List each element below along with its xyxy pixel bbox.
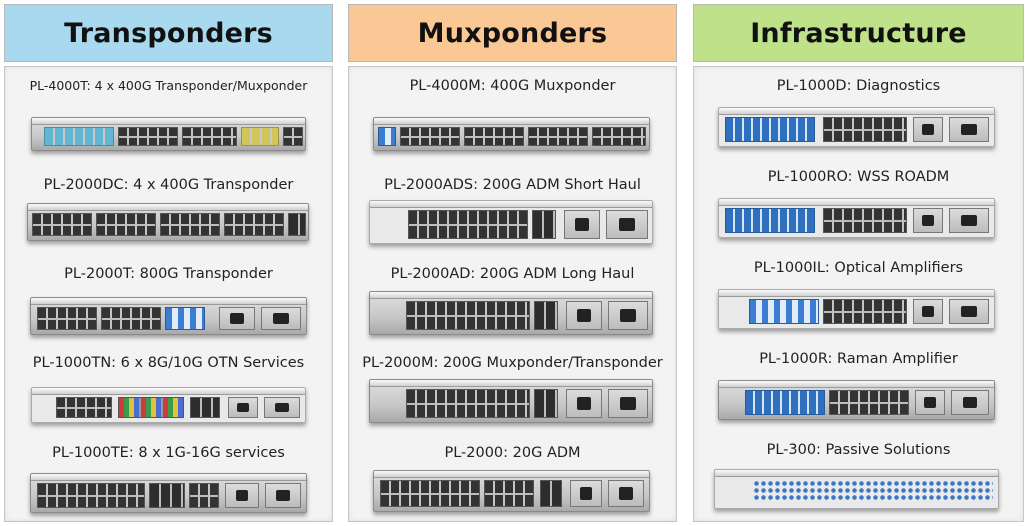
muxponders-column: Muxponders PL-4000M: 400G Muxponder PL-2… — [348, 0, 677, 526]
product-pl-2000dc[interactable]: PL-2000DC: 4 x 400G Transponder — [5, 176, 332, 267]
transponders-header: Transponders — [4, 4, 333, 62]
product-label: PL-4000M: 400G Muxponder — [409, 78, 616, 94]
product-pl-1000te[interactable]: PL-1000TE: 8 x 1G-16G services — [5, 444, 332, 526]
transponders-column: Transponders PL-4000T: 4 x 400G Transpon… — [4, 0, 333, 526]
product-pl-2000[interactable]: PL-2000: 20G ADM — [349, 444, 676, 526]
product-label: PL-2000M: 200G Muxponder/Transponder — [362, 355, 663, 371]
infrastructure-column: Infrastructure PL-1000D: Diagnostics PL-… — [693, 0, 1024, 526]
device-image — [27, 203, 309, 241]
product-label: PL-1000R: Raman Amplifier — [759, 351, 958, 367]
muxponders-header: Muxponders — [348, 4, 677, 62]
product-pl-1000tn[interactable]: PL-1000TN: 6 x 8G/10G OTN Services — [5, 354, 332, 445]
product-pl-300[interactable]: PL-300: Passive Solutions — [694, 441, 1023, 526]
device-image — [30, 297, 307, 335]
infrastructure-header: Infrastructure — [693, 4, 1024, 62]
product-pl-2000ads[interactable]: PL-2000ADS: 200G ADM Short Haul — [349, 176, 676, 267]
product-pl-1000d[interactable]: PL-1000D: Diagnostics — [694, 77, 1023, 168]
device-image — [31, 117, 306, 151]
product-label: PL-2000ADS: 200G ADM Short Haul — [384, 177, 641, 193]
product-label: PL-1000TE: 8 x 1G-16G services — [52, 445, 285, 461]
device-image — [31, 387, 306, 423]
device-image — [30, 473, 307, 513]
product-pl-4000m[interactable]: PL-4000M: 400G Muxponder — [349, 77, 676, 168]
product-label: PL-2000: 20G ADM — [444, 445, 581, 461]
product-label: PL-1000RO: WSS ROADM — [767, 169, 950, 185]
product-label: PL-2000T: 800G Transponder — [64, 266, 273, 282]
product-pl-2000t[interactable]: PL-2000T: 800G Transponder — [5, 265, 332, 356]
product-pl-2000ad[interactable]: PL-2000AD: 200G ADM Long Haul — [349, 265, 676, 356]
product-pl-1000il[interactable]: PL-1000IL: Optical Amplifiers — [694, 259, 1023, 350]
device-image — [369, 200, 653, 244]
device-image — [718, 198, 995, 238]
device-image — [714, 469, 999, 509]
infrastructure-panel: PL-1000D: Diagnostics PL-1000RO: WSS ROA… — [693, 66, 1024, 522]
product-label: PL-1000IL: Optical Amplifiers — [753, 260, 964, 276]
muxponders-panel: PL-4000M: 400G Muxponder PL-2000ADS: 200… — [348, 66, 677, 522]
product-label: PL-4000T: 4 x 400G Transponder/Muxponder — [29, 78, 308, 93]
product-pl-1000r[interactable]: PL-1000R: Raman Amplifier — [694, 350, 1023, 441]
device-image — [718, 289, 995, 329]
product-pl-1000ro[interactable]: PL-1000RO: WSS ROADM — [694, 168, 1023, 259]
product-pl-2000m[interactable]: PL-2000M: 200G Muxponder/Transponder — [349, 354, 676, 445]
device-image — [373, 470, 650, 512]
product-label: PL-2000DC: 4 x 400G Transponder — [43, 177, 294, 193]
product-pl-4000t[interactable]: PL-4000T: 4 x 400G Transponder/Muxponder — [5, 77, 332, 168]
product-label: PL-1000D: Diagnostics — [776, 78, 941, 94]
device-image — [373, 117, 650, 151]
device-image — [369, 379, 653, 423]
product-label: PL-300: Passive Solutions — [766, 442, 951, 458]
device-image — [718, 107, 995, 147]
device-image — [369, 291, 653, 335]
product-label: PL-1000TN: 6 x 8G/10G OTN Services — [32, 355, 305, 371]
transponders-panel: PL-4000T: 4 x 400G Transponder/Muxponder… — [4, 66, 333, 522]
device-image — [718, 380, 995, 420]
product-label: PL-2000AD: 200G ADM Long Haul — [390, 266, 635, 282]
